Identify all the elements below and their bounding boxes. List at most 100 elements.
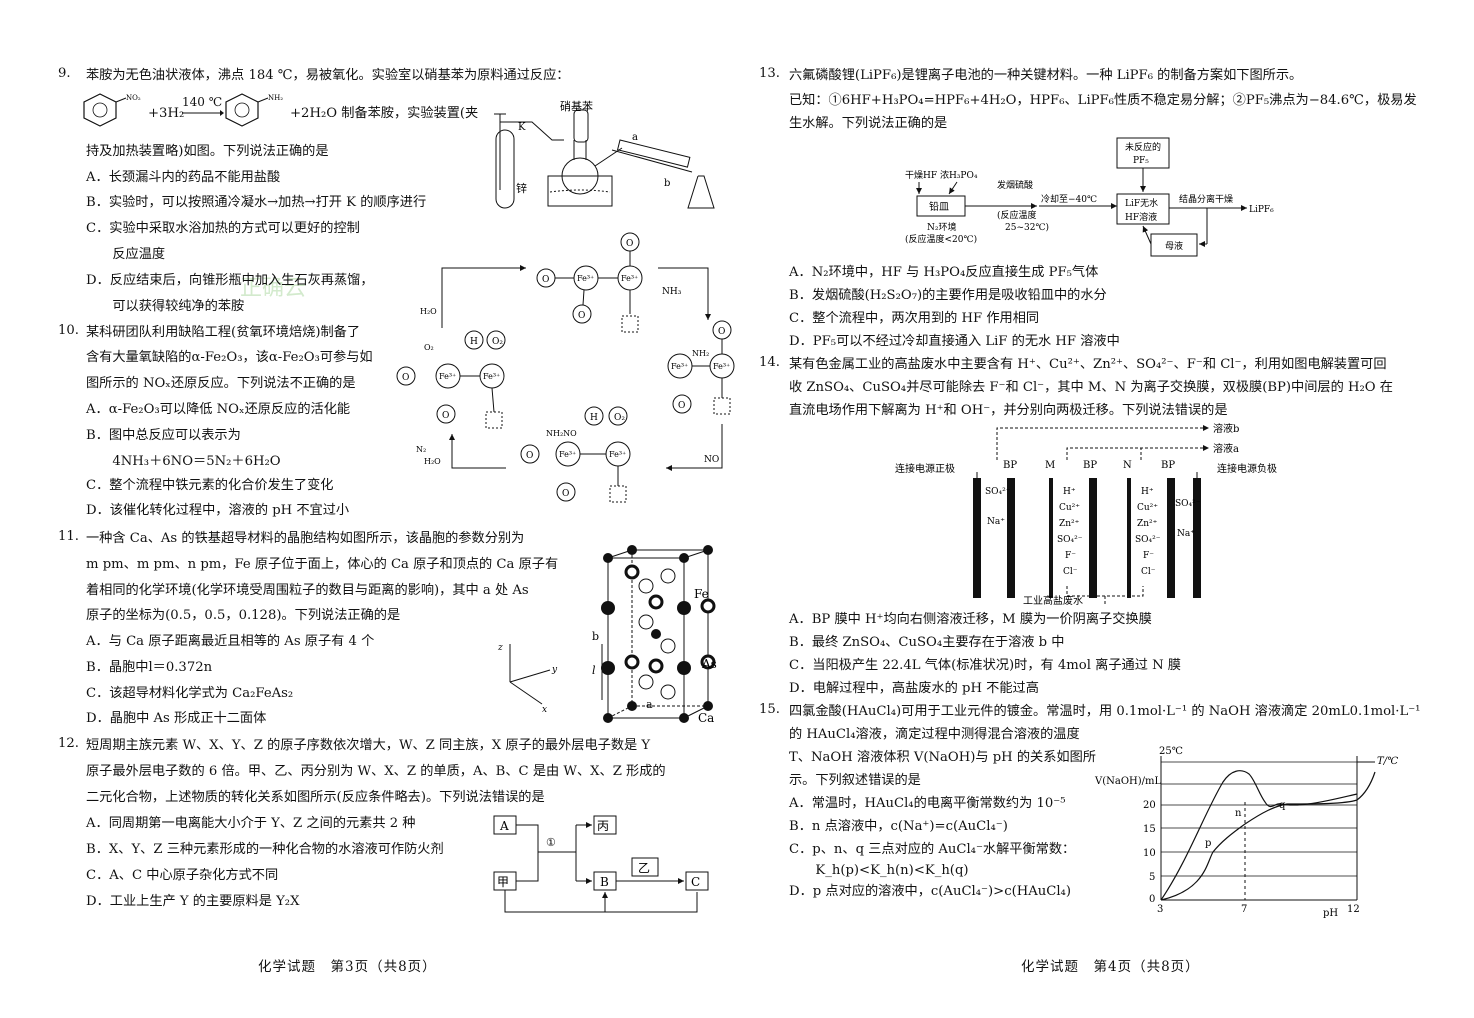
question-stem-cont: 持及加热装置略)如图。下列说法正确的是 [86,144,329,159]
svg-text:10: 10 [1143,848,1156,859]
svg-text:NH₂: NH₂ [268,94,283,102]
option-b: B．实验时，可以按照通冷凝水→加热→打开 K 的顺序进行 [86,195,427,210]
nitrobenzene-structure: NO₂ [83,93,141,127]
catalytic-cycle-diagram: O Fe³⁺ Fe³⁺ O O NH₃ O Fe³⁺ Fe³⁺ NH₂ O NO… [396,232,735,503]
svg-text:SO₄²⁻: SO₄²⁻ [1135,535,1161,545]
question-stem-line2: m pm、m pm、n pm，Fe 原子位于面上，体心的 Ca 原子和顶点的 C… [86,557,559,572]
svg-text:25~32℃): 25~32℃) [1005,222,1049,233]
lipf6-process-flow: 干燥HF 浓H₃PO₄ 铅皿 N₂环境 (反应温度<20℃) 发烟硫酸 (反应温… [905,137,1274,257]
reaction-condition: 140 ℃ [182,95,223,109]
point-n-label: n [1235,808,1242,819]
svg-text:LiPF₆: LiPF₆ [1249,205,1274,215]
svg-text:冷却至−40℃: 冷却至−40℃ [1041,193,1097,205]
no-label: NO [704,455,719,465]
question-stem-line3: 图所示的 NOₓ还原反应。下列说法不正确的是 [86,376,356,391]
zinc-label: 锌 [516,181,527,195]
svg-text:Cu²⁺: Cu²⁺ [1137,503,1158,513]
conversion-flow-diagram: A 丙 甲 B 乙 C ① [493,815,709,913]
question-number: 15. [759,702,780,717]
question-number: 11. [58,529,79,544]
svg-text:丙: 丙 [597,819,609,833]
svg-text:工业高盐废水: 工业高盐废水 [1023,594,1083,607]
graph-y-axis-label: V(NaOH)/mL [1094,776,1162,787]
option-c: C．A、C 中心原子杂化方式不同 [86,868,279,883]
svg-text:Zn²⁺: Zn²⁺ [1059,519,1080,529]
svg-text:N₂环境: N₂环境 [927,221,956,233]
svg-text:5: 5 [1149,872,1155,883]
reaction-arrow [182,110,224,116]
svg-text:O₂: O₂ [492,337,503,347]
electrolysis-cell-diagram: 溶液b 溶液a 连接电源正极 连接电源负极 BP M BP N BP SO₄²⁻… [895,422,1277,607]
svg-text:H⁺: H⁺ [1141,487,1154,497]
svg-text:0: 0 [1149,894,1155,905]
atom-a-label: a [646,698,653,711]
option-c: C．当阳极产生 22.4L 气体(标准状况)时，有 4mol 离子通过 N 膜 [789,658,1181,673]
question-stem-line1: 短周期主族元素 W、X、Y、Z 的原子序数依次增大，W、Z 同主族，X 原子的最… [86,738,651,753]
page-3: 正确云 9. 苯胺为无色油状液体，沸点 184 ℃，易被氧化。实验室以硝基苯为原… [58,66,735,975]
svg-text:12: 12 [1347,904,1360,915]
svg-text:N: N [1123,460,1132,471]
valve-k-label: K [518,122,526,133]
option-a: A．α-Fe₂O₃可以降低 NOₓ还原反应的活化能 [86,402,351,417]
option-c-cont: K_h(p)<K_h(n)<K_h(q) [789,863,969,878]
option-c-cont: 反应温度 [86,247,166,262]
svg-text:C: C [691,875,700,889]
svg-text:Zn²⁺: Zn²⁺ [1137,519,1158,529]
svg-text:干燥HF 浓H₃PO₄: 干燥HF 浓H₃PO₄ [905,170,978,181]
svg-text:SO₄²⁻: SO₄²⁻ [1175,499,1201,509]
svg-text:z: z [497,643,503,653]
svg-text:Fe³⁺: Fe³⁺ [609,450,626,459]
svg-text:x: x [542,705,547,715]
svg-text:连接电源负极: 连接电源负极 [1217,462,1277,475]
question-stem-line3: 直流电场作用下解离为 H⁺和 OH⁻，并分别向两极迁移。下列说法错误的是 [789,403,1228,418]
point-q-label: q [1279,800,1286,811]
svg-text:O: O [442,411,449,421]
svg-text:Cu²⁺: Cu²⁺ [1059,503,1080,513]
question-number: 12. [58,736,79,751]
question-number: 14. [759,355,780,370]
svg-text:O: O [526,451,533,461]
svg-text:发烟硫酸: 发烟硫酸 [997,179,1033,191]
fe-label: Fe [694,587,709,601]
svg-text:LiF无水: LiF无水 [1125,197,1158,209]
svg-text:Fe³⁺: Fe³⁺ [559,450,576,459]
svg-text:Cl⁻: Cl⁻ [1063,567,1078,577]
option-c: C．整个流程中，两次用到的 HF 作用相同 [789,311,1040,326]
option-c: C．p、n、q 三点对应的 AuCl₄⁻水解平衡常数： [789,842,1076,857]
option-d-cont: 可以获得较纯净的苯胺 [86,299,245,314]
option-d: D．工业上生产 Y 的主要原料是 Y₂X [86,894,300,909]
svg-text:Na⁺: Na⁺ [987,517,1005,527]
option-b: B．晶胞中l＝0.372n [86,660,213,675]
svg-text:Fe³⁺: Fe³⁺ [483,372,500,381]
footer-page-3: 化学试题 第3页（共8页） [258,959,437,975]
svg-text:Fe³⁺: Fe³⁺ [577,274,594,283]
svg-text:O: O [542,275,549,285]
svg-text:NO₂: NO₂ [126,94,141,102]
option-b: B．n 点溶液中，c(Na⁺)=c(AuCl₄⁻) [789,819,1008,834]
svg-text:Cl⁻: Cl⁻ [1141,567,1156,577]
svg-text:Fe³⁺: Fe³⁺ [671,362,688,371]
svg-text:甲: 甲 [497,875,509,889]
nitrobenzene-label: 硝基苯 [560,99,593,113]
svg-text:①: ① [546,836,556,849]
footer-page-4: 化学试题 第4页（共8页） [1021,959,1200,975]
option-d: D．晶胞中 As 形成正十二面体 [86,711,267,726]
question-stem-line1: 某科研团队利用缺陷工程(贫氧环境焙烧)制备了 [86,325,361,340]
option-d: D．PF₅可以不经过冷却直接通入 LiF 的无水 HF 溶液中 [789,334,1120,349]
h2o-out-label: H₂O [424,457,441,466]
svg-text:Na⁺: Na⁺ [1177,529,1195,539]
graph-25c-label: 25℃ [1159,746,1183,757]
question-stem-line3: 二元化合物，上述物质的转化关系如图所示(反应条件略去)。下列说法错误的是 [86,790,545,805]
question-number: 9. [58,66,71,81]
question-stem-line2: 的 HAuCl₄溶液，滴定过程中测得混合溶液的温度 [789,727,1080,742]
question-stem-line3: 着相同的化学环境(化学环境受周围粒子的数目与距离的影响)，其中 a 处 As [86,583,529,598]
l-label: l [592,664,596,677]
svg-text:结晶分离干燥: 结晶分离干燥 [1179,193,1233,205]
svg-text:母液: 母液 [1165,240,1183,252]
ca-label: Ca [698,711,714,725]
option-a: A．长颈漏斗内的药品不能用盐酸 [86,170,281,185]
svg-text:NH₂NO: NH₂NO [546,429,577,438]
question-number: 10. [58,323,79,338]
b-label: b [592,630,599,643]
option-a: A．N₂环境中，HF 与 H₃PO₄反应直接生成 PF₅气体 [789,265,1099,280]
